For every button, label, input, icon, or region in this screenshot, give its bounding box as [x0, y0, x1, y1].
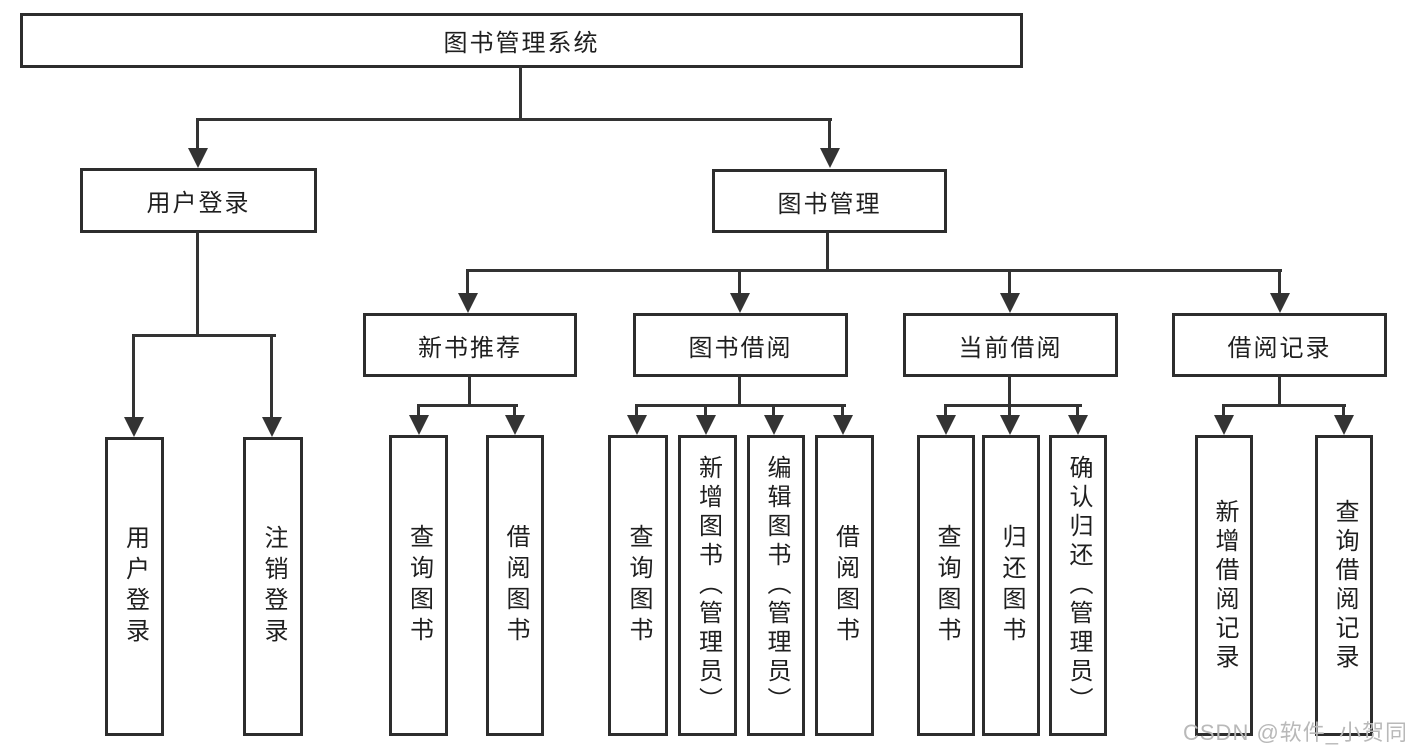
node-new-book-recommendation-label: 新书推荐	[418, 334, 522, 362]
arrow-to-new-book-recommendation	[458, 293, 478, 313]
leaf-query-books-recommend: 查询图书	[389, 435, 448, 736]
connector-borrowing-bar	[635, 404, 846, 407]
node-borrowing-records-label: 借阅记录	[1227, 334, 1332, 362]
arrow-to-leaf-logout	[262, 417, 282, 437]
connector-records-bar	[1222, 404, 1346, 407]
arrow-to-leaf	[1214, 415, 1234, 435]
arrow-to-leaf	[409, 415, 429, 435]
leaf-query-books-borrowing-label: 查询图书	[625, 523, 652, 648]
leaf-logout-label: 注销登录	[260, 524, 287, 649]
leaf-user-login-label: 用户登录	[121, 524, 149, 649]
connector-drop	[841, 404, 844, 418]
arrow-to-leaf	[505, 415, 525, 435]
arrow-to-leaf	[833, 415, 853, 435]
node-current-borrowing: 当前借阅	[903, 313, 1118, 377]
connector-drop	[635, 404, 638, 418]
leaf-borrow-books-recommend-label: 借阅图书	[502, 523, 529, 648]
arrow-to-borrowing-records	[1270, 293, 1290, 313]
connector-drop	[1278, 269, 1281, 295]
connector-book-mgmt-stem	[826, 231, 829, 272]
leaf-query-borrow-record: 查询借阅记录	[1315, 435, 1373, 736]
node-book-management-label: 图书管理	[777, 190, 882, 218]
leaf-logout: 注销登录	[243, 437, 303, 736]
connector-drop	[1008, 404, 1011, 418]
node-user-login: 用户登录	[80, 168, 317, 233]
connector-drop	[132, 334, 135, 419]
connector-book-mgmt-drop	[828, 118, 831, 151]
node-borrowing-records: 借阅记录	[1172, 313, 1387, 377]
connector-recommend-bar	[417, 404, 518, 407]
leaf-edit-books-admin: 编辑图书（管理员）	[747, 435, 805, 736]
arrow-to-leaf	[936, 415, 956, 435]
leaf-return-books-label: 归还图书	[998, 523, 1025, 648]
root-node-library-system: 图书管理系统	[20, 13, 1023, 68]
leaf-add-books-admin-label: 新增图书（管理员）	[694, 455, 722, 716]
node-user-login-label: 用户登录	[146, 190, 251, 217]
arrow-to-user-login	[188, 148, 208, 168]
connector-user-login-stem	[196, 231, 199, 336]
leaf-user-login: 用户登录	[105, 437, 164, 736]
leaf-add-borrow-record-label: 新增借阅记录	[1211, 498, 1238, 673]
node-current-borrowing-label: 当前借阅	[958, 334, 1063, 362]
arrow-to-book-borrowing	[730, 293, 750, 313]
connector-drop	[704, 404, 707, 418]
arrow-to-leaf	[1334, 415, 1354, 435]
leaf-query-books-borrowing: 查询图书	[608, 435, 668, 736]
leaf-return-books: 归还图书	[982, 435, 1040, 736]
node-book-borrowing: 图书借阅	[633, 313, 848, 377]
arrow-to-leaf	[627, 415, 647, 435]
arrow-to-leaf	[764, 415, 784, 435]
connector-current-bar	[944, 404, 1082, 407]
leaf-query-books-current-label: 查询图书	[933, 523, 960, 648]
connector-drop	[772, 404, 775, 418]
leaf-query-books-recommend-label: 查询图书	[405, 523, 433, 648]
node-book-borrowing-label: 图书借阅	[688, 334, 793, 362]
leaf-add-borrow-record: 新增借阅记录	[1195, 435, 1253, 736]
connector-user-login-bar	[132, 334, 276, 337]
leaf-add-books-admin: 新增图书（管理员）	[678, 435, 737, 736]
connector-drop	[466, 269, 469, 295]
arrow-to-current-borrowing	[1000, 293, 1020, 313]
connector-drop	[1076, 404, 1079, 418]
arrow-to-book-management	[820, 148, 840, 168]
connector-borrowing-stem	[738, 375, 741, 407]
node-book-management: 图书管理	[712, 169, 947, 233]
leaf-borrow-books-recommend: 借阅图书	[486, 435, 544, 736]
connector-root-stem	[519, 66, 522, 121]
leaf-query-borrow-record-label: 查询借阅记录	[1331, 498, 1358, 673]
arrow-to-leaf-user-login	[124, 417, 144, 437]
leaf-borrow-books: 借阅图书	[815, 435, 874, 736]
arrow-to-leaf	[696, 415, 716, 435]
node-new-book-recommendation: 新书推荐	[363, 313, 577, 377]
connector-level2-bar	[196, 118, 832, 121]
root-node-label: 图书管理系统	[443, 30, 600, 57]
connector-drop	[738, 269, 741, 295]
connector-drop	[417, 404, 420, 418]
leaf-edit-books-admin-label: 编辑图书（管理员）	[763, 455, 790, 716]
connector-level3-bar	[466, 269, 1282, 272]
connector-user-login-drop	[196, 118, 199, 151]
connector-drop	[513, 404, 516, 418]
connector-drop	[944, 404, 947, 418]
connector-drop	[270, 334, 273, 419]
leaf-borrow-books-label: 借阅图书	[831, 523, 859, 648]
leaf-confirm-return-admin-label: 确认归还（管理员）	[1065, 455, 1092, 716]
connector-current-stem	[1008, 375, 1011, 407]
leaf-confirm-return-admin: 确认归还（管理员）	[1049, 435, 1107, 736]
leaf-query-books-current: 查询图书	[917, 435, 975, 736]
connector-drop	[1342, 404, 1345, 418]
connector-drop	[1008, 269, 1011, 295]
connector-records-stem	[1278, 375, 1281, 407]
connector-recommend-stem	[468, 375, 471, 407]
connector-drop	[1222, 404, 1225, 418]
arrow-to-leaf	[1068, 415, 1088, 435]
csdn-watermark: CSDN @软件_小贺同学	[1183, 720, 1405, 745]
arrow-to-leaf	[1000, 415, 1020, 435]
